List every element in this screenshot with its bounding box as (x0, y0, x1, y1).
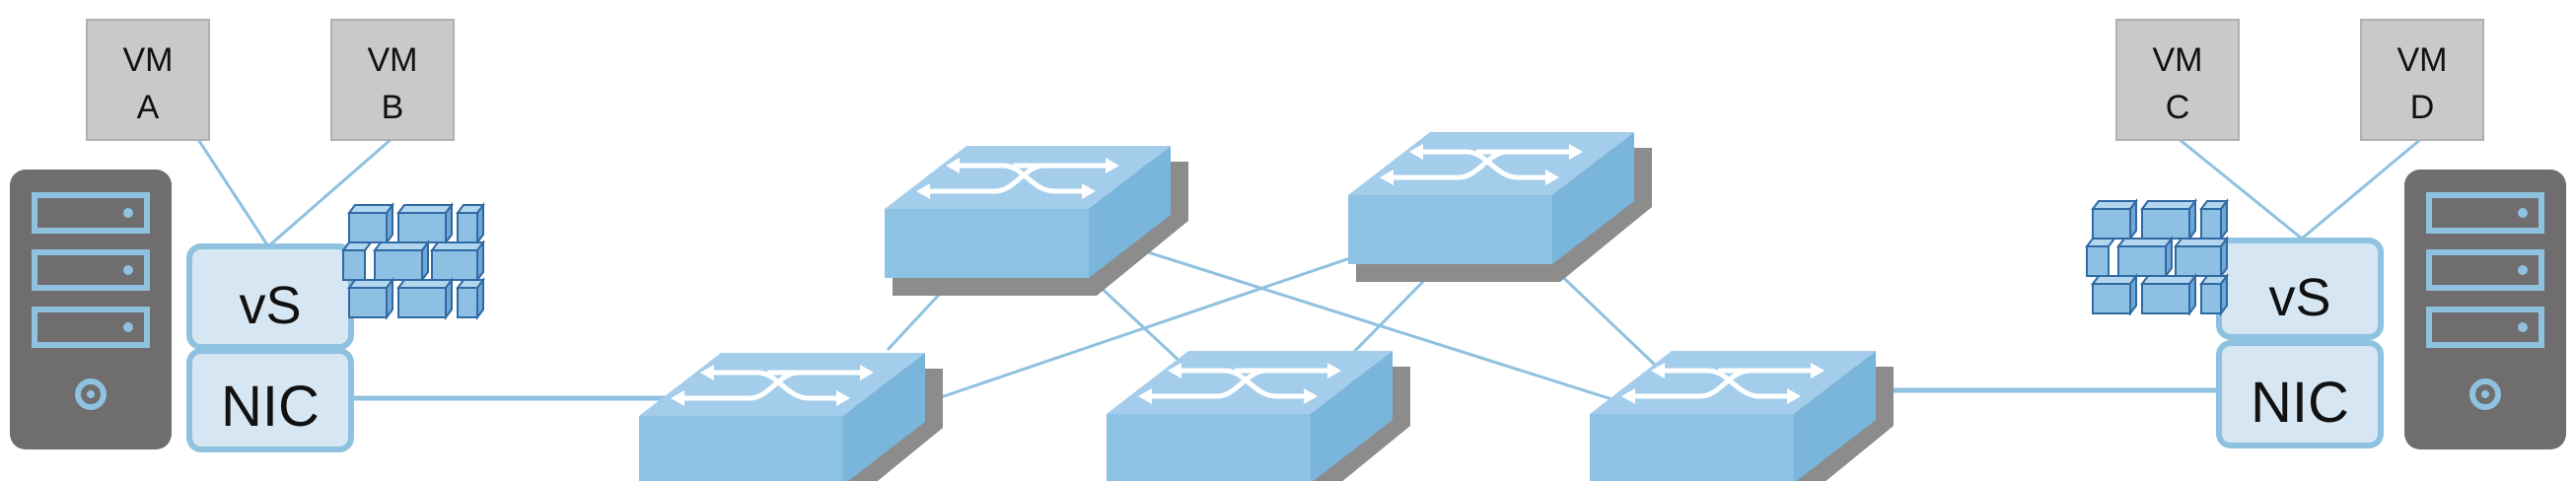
vm-c-line2: C (2166, 89, 2190, 126)
vm-a-line2: A (137, 89, 160, 126)
right-nic-label: NIC (2251, 371, 2349, 435)
vm-b: VM B (330, 19, 455, 141)
vm-c: VM C (2115, 19, 2240, 141)
firewall-icon (2086, 200, 2228, 314)
switch-icon (1107, 351, 1410, 481)
left-nic-label: NIC (221, 375, 320, 439)
server-icon (2404, 170, 2566, 449)
vm-d: VM D (2360, 19, 2484, 141)
link-vmc-vs (2177, 136, 2303, 240)
link-sw1-sw5 (1104, 237, 1628, 406)
left-nic: NIC (186, 348, 354, 452)
switch-icon (885, 146, 1188, 296)
right-host: VM C VM D vS NIC (2086, 19, 2566, 449)
server-icon (10, 170, 172, 449)
left-vswitch-label: vS (239, 276, 301, 335)
link-vma-vs (195, 137, 270, 247)
right-vswitch-label: vS (2268, 268, 2330, 327)
vm-a: VM A (86, 19, 210, 141)
link-sw4-sw2 (896, 242, 1392, 414)
switch-icon (639, 353, 943, 481)
switch-icon (1590, 351, 1894, 481)
right-vswitch: vS (2216, 238, 2384, 340)
vm-d-line2: D (2410, 89, 2435, 126)
vm-d-line1: VM (2397, 41, 2448, 79)
switch-icon (1348, 132, 1652, 282)
vm-b-line1: VM (368, 41, 418, 79)
right-nic: NIC (2216, 340, 2384, 448)
vm-a-line1: VM (123, 41, 174, 79)
firewall-icon (342, 204, 484, 318)
left-vswitch: vS (186, 243, 354, 350)
left-host: VM A VM B vS NIC (10, 19, 484, 452)
link-vmd-vs (2301, 136, 2423, 240)
link-vmb-vs (267, 136, 394, 248)
vm-b-line2: B (382, 89, 404, 126)
vm-c-line1: VM (2153, 41, 2203, 79)
